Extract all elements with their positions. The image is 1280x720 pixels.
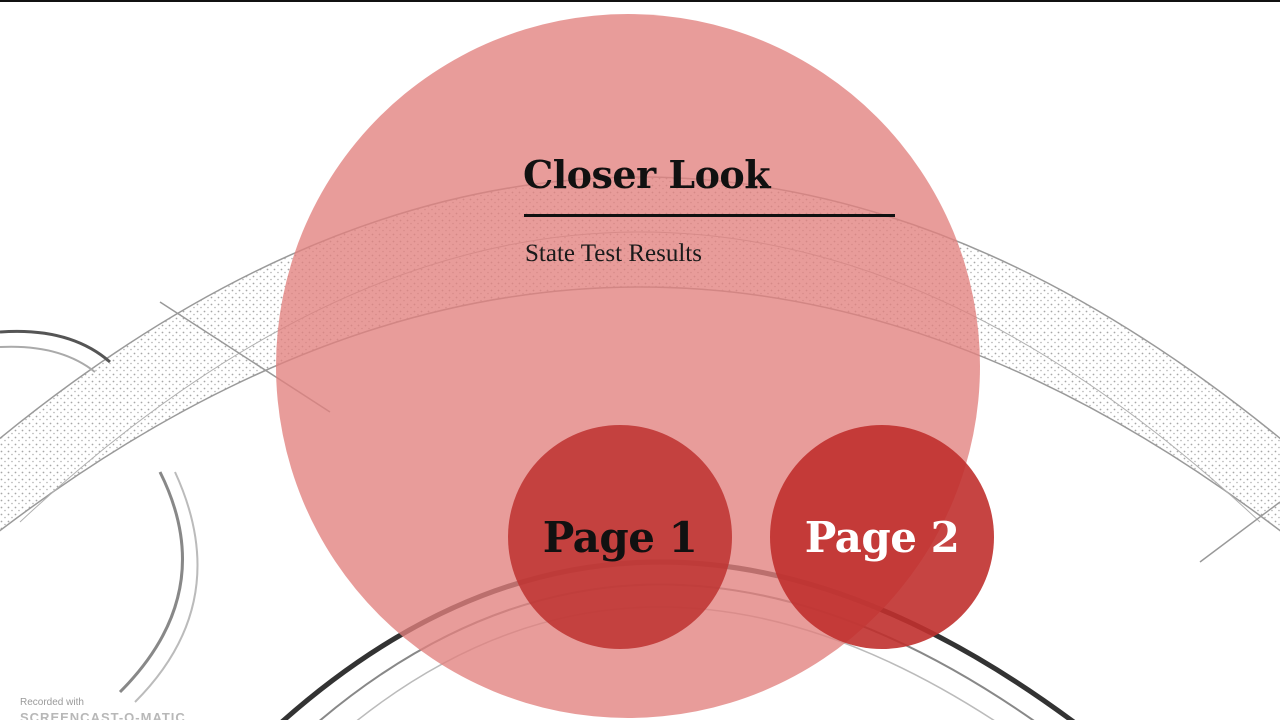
page-1-label: Page 1 (542, 512, 698, 562)
recorder-watermark-caption: Recorded with (20, 697, 84, 708)
title-divider (524, 214, 895, 217)
slide-title: Closer Look (523, 152, 771, 197)
page-1-button[interactable]: Page 1 (508, 425, 732, 649)
recorder-watermark-logo: SCREENCAST-O-MATIC (20, 710, 186, 720)
page-2-label: Page 2 (804, 512, 960, 562)
slide-subtitle: State Test Results (525, 240, 702, 267)
page-2-button[interactable]: Page 2 (770, 425, 994, 649)
